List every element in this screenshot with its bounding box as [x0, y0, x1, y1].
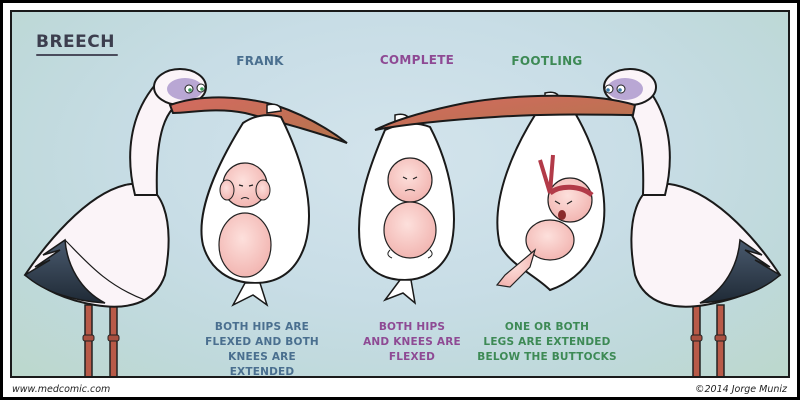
label-footling: FOOTLING: [511, 54, 583, 68]
comic-panel: BREECH FRANK COMPLETE FOOTLING BOTH HIPS…: [10, 10, 790, 378]
desc-footling: ONE OR BOTH LEGS ARE EXTENDED BELOW THE …: [477, 321, 617, 363]
frank-bundle: [200, 103, 310, 307]
right-stork: [374, 68, 782, 376]
comic-page: BREECH FRANK COMPLETE FOOTLING BOTH HIPS…: [3, 3, 797, 397]
illustration: [23, 68, 782, 376]
label-complete: COMPLETE: [379, 53, 455, 67]
left-stork: [23, 68, 348, 376]
desc-complete: BOTH HIPS AND KNEES ARE FLEXED: [363, 321, 461, 363]
label-frank: FRANK: [236, 54, 284, 68]
complete-bundle: [358, 113, 455, 305]
desc-frank: BOTH HIPS ARE FLEXED AND BOTH KNEES ARE …: [205, 321, 319, 378]
comic-title: BREECH: [36, 32, 115, 52]
website-link[interactable]: www.medcomic.com: [12, 384, 111, 395]
left-stork-legs: [82, 304, 120, 376]
title-underline: [36, 54, 118, 56]
footling-bundle: [495, 91, 606, 292]
right-stork-legs: [690, 304, 727, 376]
copyright-text: ©2014 Jorge Muniz: [695, 384, 787, 395]
